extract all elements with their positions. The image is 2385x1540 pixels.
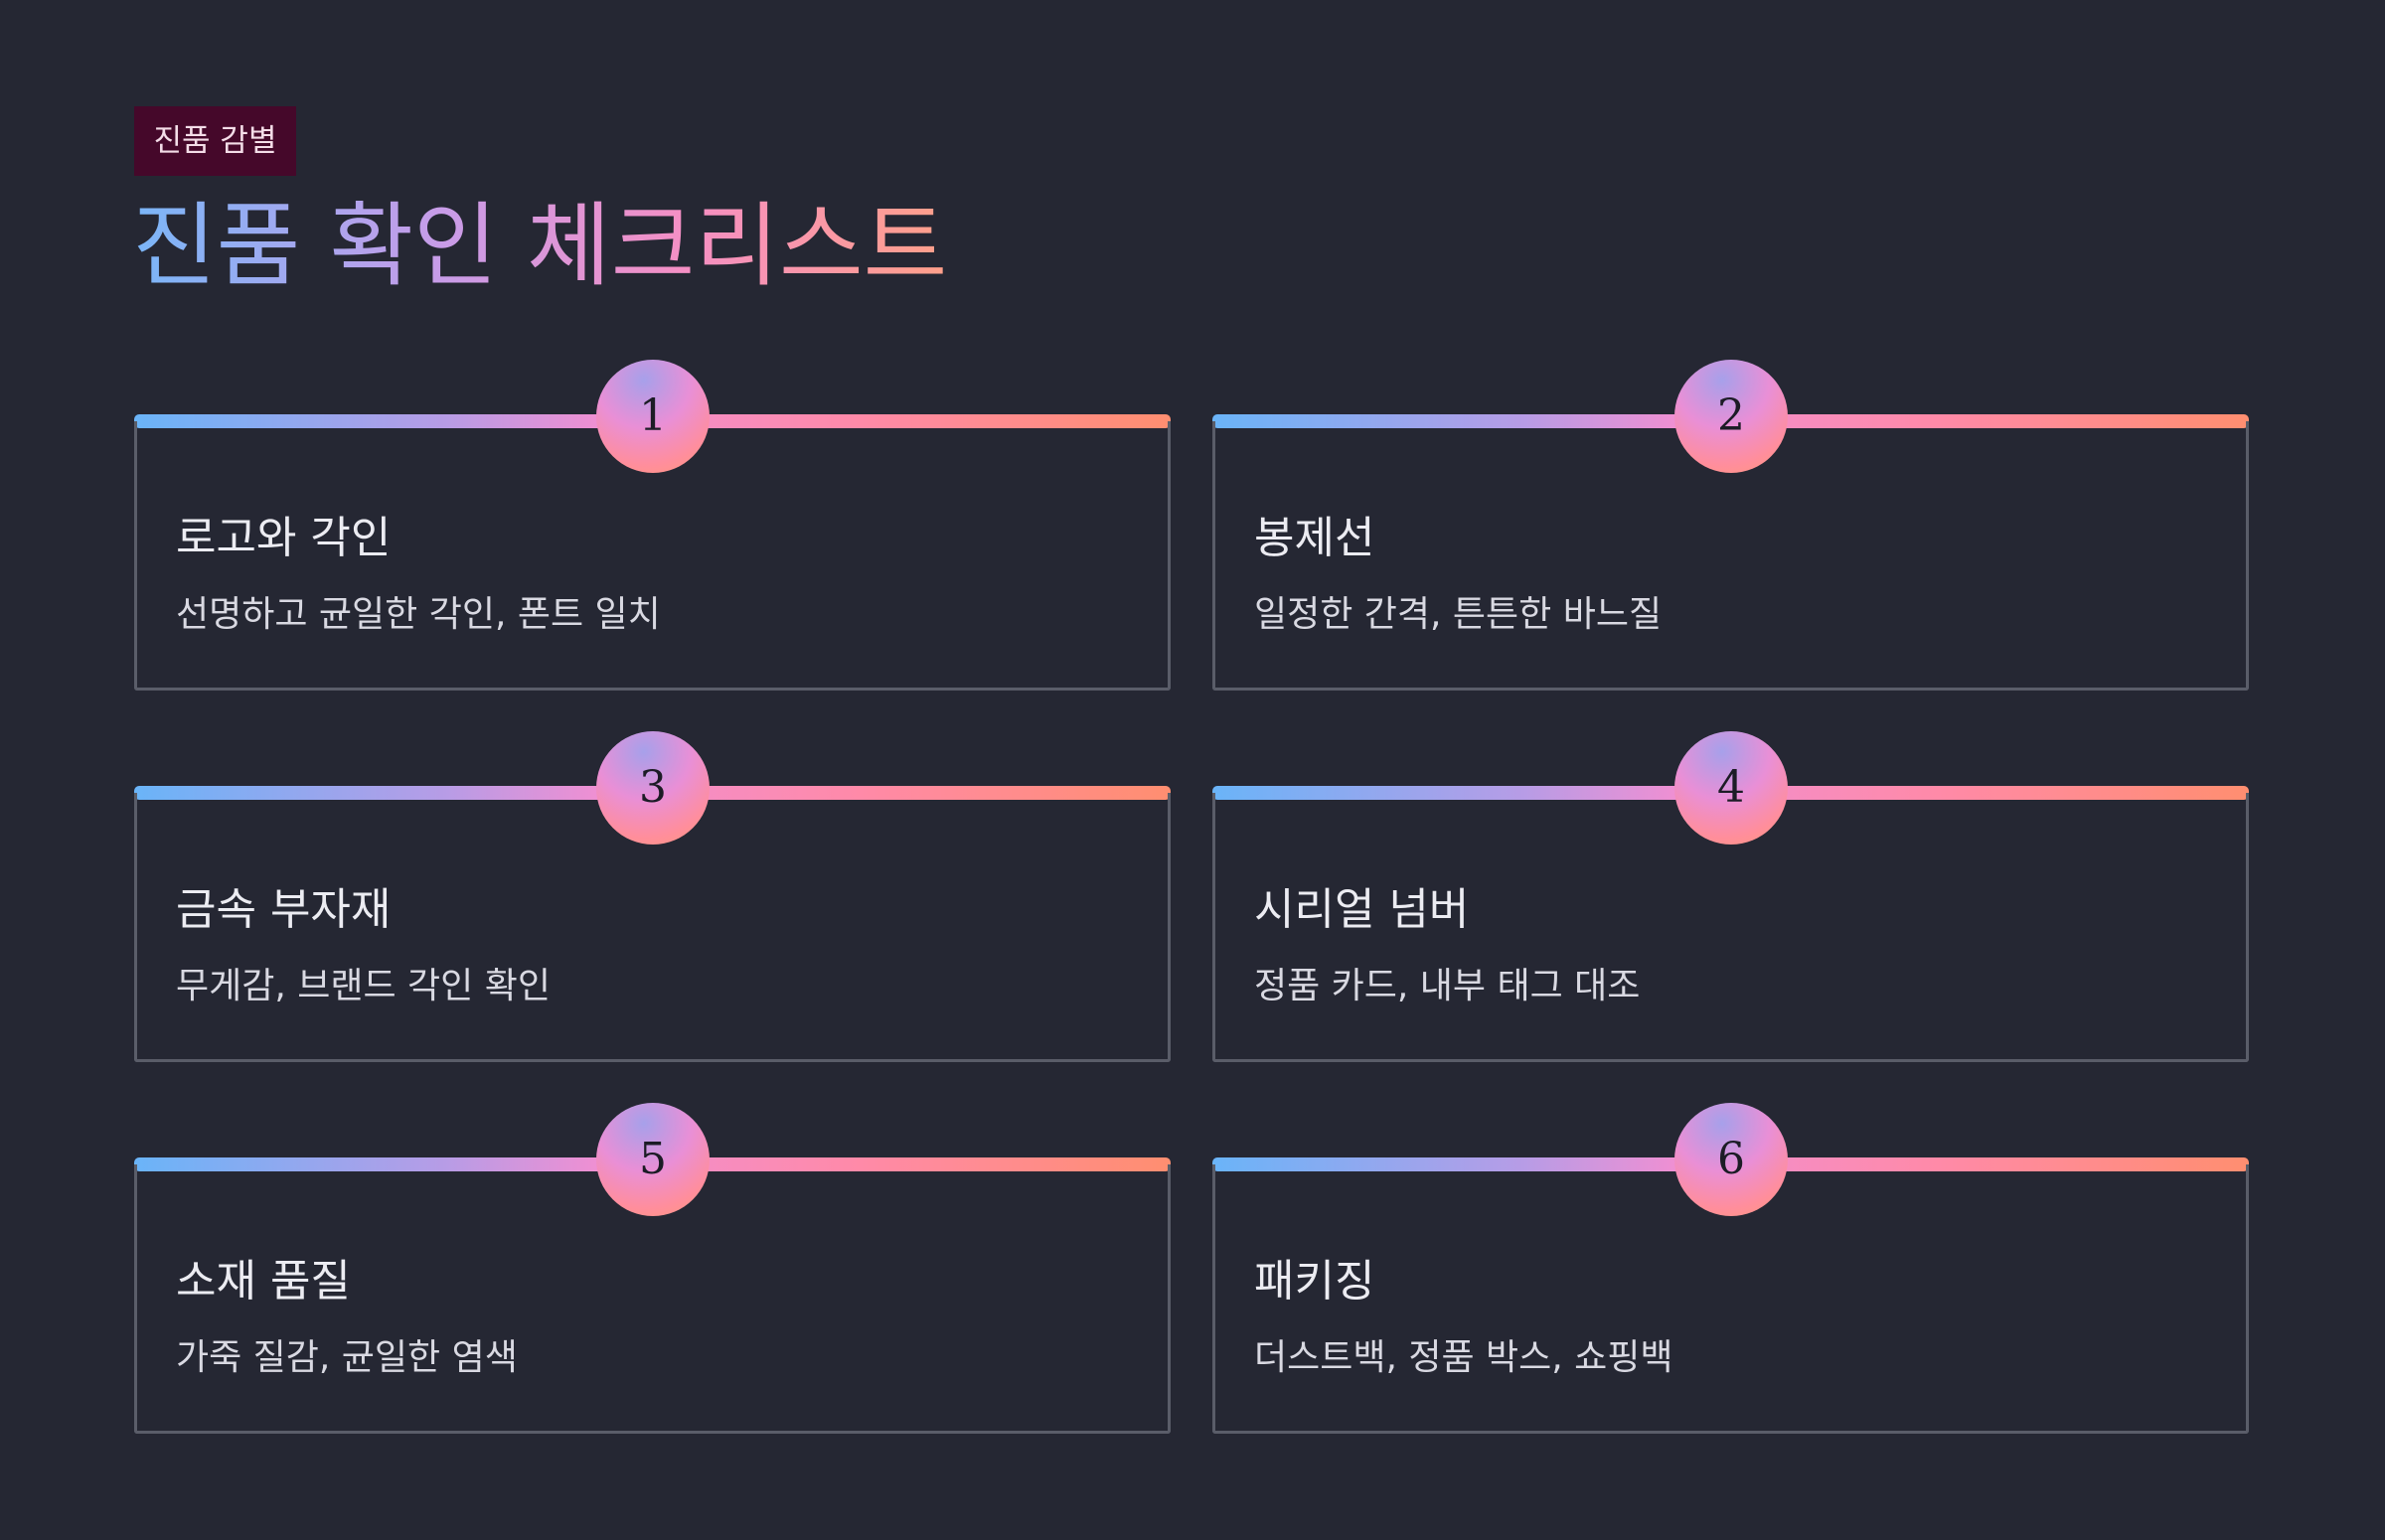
category-tag: 진품 감별 (134, 106, 296, 176)
checklist-card: 2 봉제선 일정한 간격, 튼튼한 바느질 (1212, 360, 2249, 691)
number-badge: 4 (1674, 731, 1788, 845)
card-title: 봉제선 (1254, 513, 1375, 563)
number-badge: 2 (1674, 360, 1788, 473)
card-title: 로고와 각인 (176, 513, 392, 563)
card-description: 선명하고 균일한 각인, 폰트 일치 (176, 594, 661, 635)
checklist-card: 1 로고와 각인 선명하고 균일한 각인, 폰트 일치 (134, 360, 1171, 691)
number-badge: 3 (596, 731, 710, 845)
page-title: 진품 확인 체크리스트 (132, 187, 947, 306)
card-title: 패키징 (1254, 1256, 1375, 1307)
number-badge: 1 (596, 360, 710, 473)
card-description: 정품 카드, 내부 태그 대조 (1254, 966, 1641, 1006)
checklist-grid: 1 로고와 각인 선명하고 균일한 각인, 폰트 일치 2 봉제선 일정한 간격… (134, 360, 2251, 1438)
card-description: 더스트백, 정품 박스, 쇼핑백 (1254, 1337, 1673, 1378)
card-title: 소재 품질 (176, 1256, 351, 1307)
card-title: 시리얼 넘버 (1254, 884, 1470, 935)
checklist-card: 3 금속 부자재 무게감, 브랜드 각인 확인 (134, 731, 1171, 1062)
card-frame (134, 1164, 1171, 1434)
card-description: 가죽 질감, 균일한 염색 (176, 1337, 518, 1378)
checklist-card: 4 시리얼 넘버 정품 카드, 내부 태그 대조 (1212, 731, 2249, 1062)
checklist-card: 6 패키징 더스트백, 정품 박스, 쇼핑백 (1212, 1103, 2249, 1434)
card-frame (1212, 793, 2249, 1062)
card-frame (1212, 1164, 2249, 1434)
number-badge: 6 (1674, 1103, 1788, 1216)
card-frame (134, 793, 1171, 1062)
card-description: 무게감, 브랜드 각인 확인 (176, 966, 551, 1006)
card-title: 금속 부자재 (176, 884, 392, 935)
checklist-card: 5 소재 품질 가죽 질감, 균일한 염색 (134, 1103, 1171, 1434)
card-frame (134, 421, 1171, 691)
card-description: 일정한 간격, 튼튼한 바느질 (1254, 594, 1663, 635)
card-frame (1212, 421, 2249, 691)
number-badge: 5 (596, 1103, 710, 1216)
